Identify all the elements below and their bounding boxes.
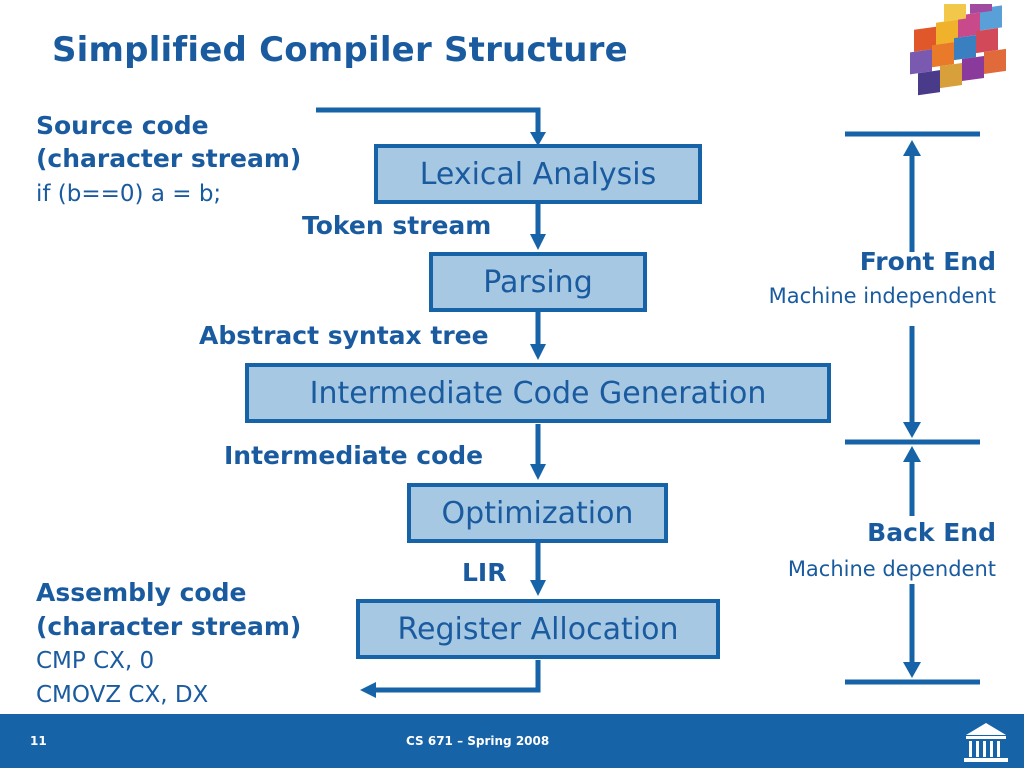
source-code: if (b==0) a = b; — [36, 181, 222, 207]
output-title: Assembly code — [36, 578, 247, 607]
back-end-subtitle: Machine dependent — [787, 557, 996, 581]
front-end-title: Front End — [859, 247, 996, 276]
footer-bar: 11 CS 671 – Spring 2008 — [0, 714, 1024, 768]
edge-label-intermediate-code: Intermediate code — [224, 441, 484, 470]
output-code-line-2: CMOVZ CX, DX — [36, 682, 209, 708]
stage-register-allocation: Register Allocation — [356, 599, 720, 659]
slide-number: 11 — [30, 734, 47, 748]
output-subtitle: (character stream) — [36, 612, 302, 641]
input-connector — [316, 107, 541, 140]
edge-label-lir: LIR — [462, 558, 507, 587]
stage-intermediate-code-generation: Intermediate Code Generation — [245, 363, 831, 423]
stage-parsing: Parsing — [429, 252, 647, 312]
back-end-title: Back End — [867, 518, 996, 547]
output-code-line-1: CMP CX, 0 — [36, 648, 155, 674]
output-connector — [372, 660, 541, 693]
footer-course: CS 671 – Spring 2008 — [406, 734, 550, 748]
slide-title: Simplified Compiler Structure — [52, 30, 628, 70]
colorful-cubes-icon — [910, 4, 1006, 96]
stage-optimization: Optimization — [407, 483, 668, 543]
edge-label-token-stream: Token stream — [302, 211, 492, 240]
front-end-subtitle: Machine independent — [768, 284, 996, 308]
rotunda-icon — [964, 723, 1008, 762]
source-subtitle: (character stream) — [36, 144, 302, 173]
source-title: Source code — [36, 111, 209, 140]
edge-label-ast: Abstract syntax tree — [199, 321, 489, 350]
stage-lexical-analysis: Lexical Analysis — [374, 144, 702, 204]
